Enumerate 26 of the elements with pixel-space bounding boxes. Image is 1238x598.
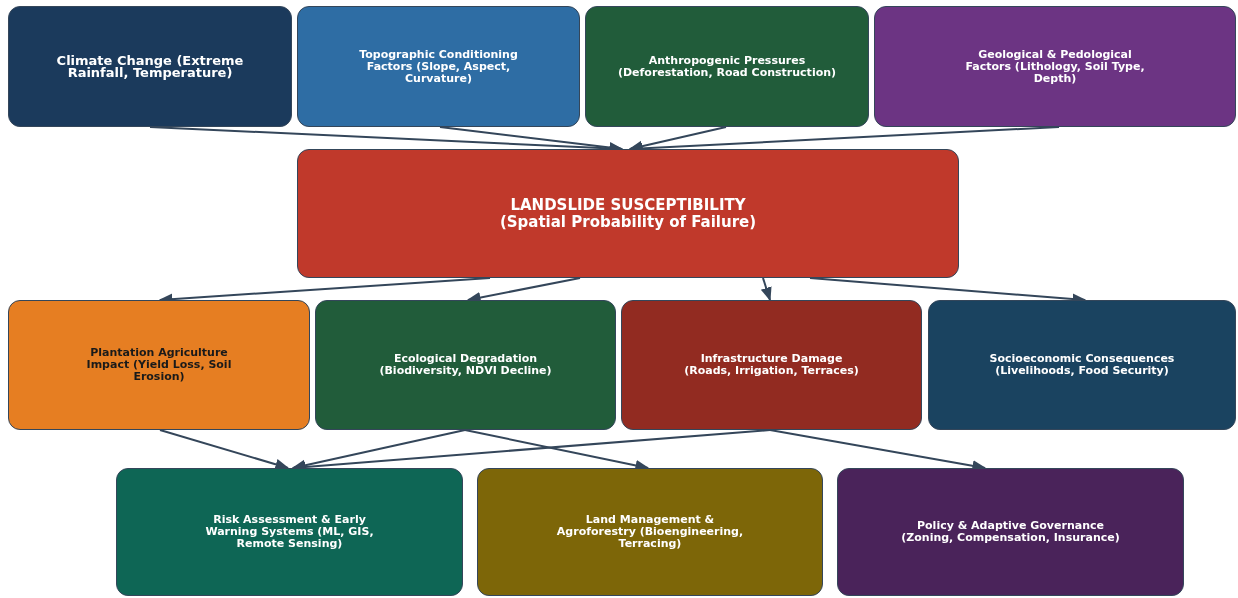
factor-box [621, 300, 922, 430]
box-label: Ecological Degradation (Biodiversity, NDVI Decline) [378, 353, 553, 377]
box-label: Risk Assessment & Early Warning Systems (ML, GIS, Remote Sensing) [204, 514, 375, 550]
box-label: Anthropogenic Pressures (Deforestation, Road Construction) [616, 54, 838, 79]
arrow [760, 277, 772, 302]
box-label: Infrastructure Damage (Roads, Irrigation, Terraces) [683, 353, 860, 377]
factor-box [837, 468, 1184, 596]
factor-box [315, 300, 616, 430]
central-box [297, 149, 959, 278]
box-label: Climate Change (Extreme Rainfall, Temperature) [55, 54, 245, 79]
arrow [159, 429, 290, 470]
box-label: Socioeconomic Consequences (Livelihoods, Food Security) [988, 353, 1176, 377]
factor-box [297, 6, 580, 127]
factor-box [874, 6, 1236, 127]
factor-box [8, 300, 310, 430]
factor-box [585, 6, 869, 127]
factor-box [477, 468, 823, 596]
factor-box [8, 6, 292, 127]
box-label: Plantation Agriculture Impact (Yield Loss, Soil Erosion) [85, 347, 233, 383]
box-label: LANDSLIDE SUSCEPTIBILITY (Spatial Probability of Failure) [498, 196, 758, 231]
factor-box [928, 300, 1236, 430]
box-label: Land Management & Agroforestry (Bioengineering, Terracing) [555, 514, 745, 550]
factor-box [116, 468, 463, 596]
box-label: Policy & Adaptive Governance (Zoning, Compensation, Insurance) [900, 520, 1121, 544]
box-label: Geological & Pedological Factors (Lithology, Soil Type, Depth) [964, 48, 1146, 85]
box-label: Topographic Conditioning Factors (Slope, Aspect, Curvature) [358, 48, 519, 85]
